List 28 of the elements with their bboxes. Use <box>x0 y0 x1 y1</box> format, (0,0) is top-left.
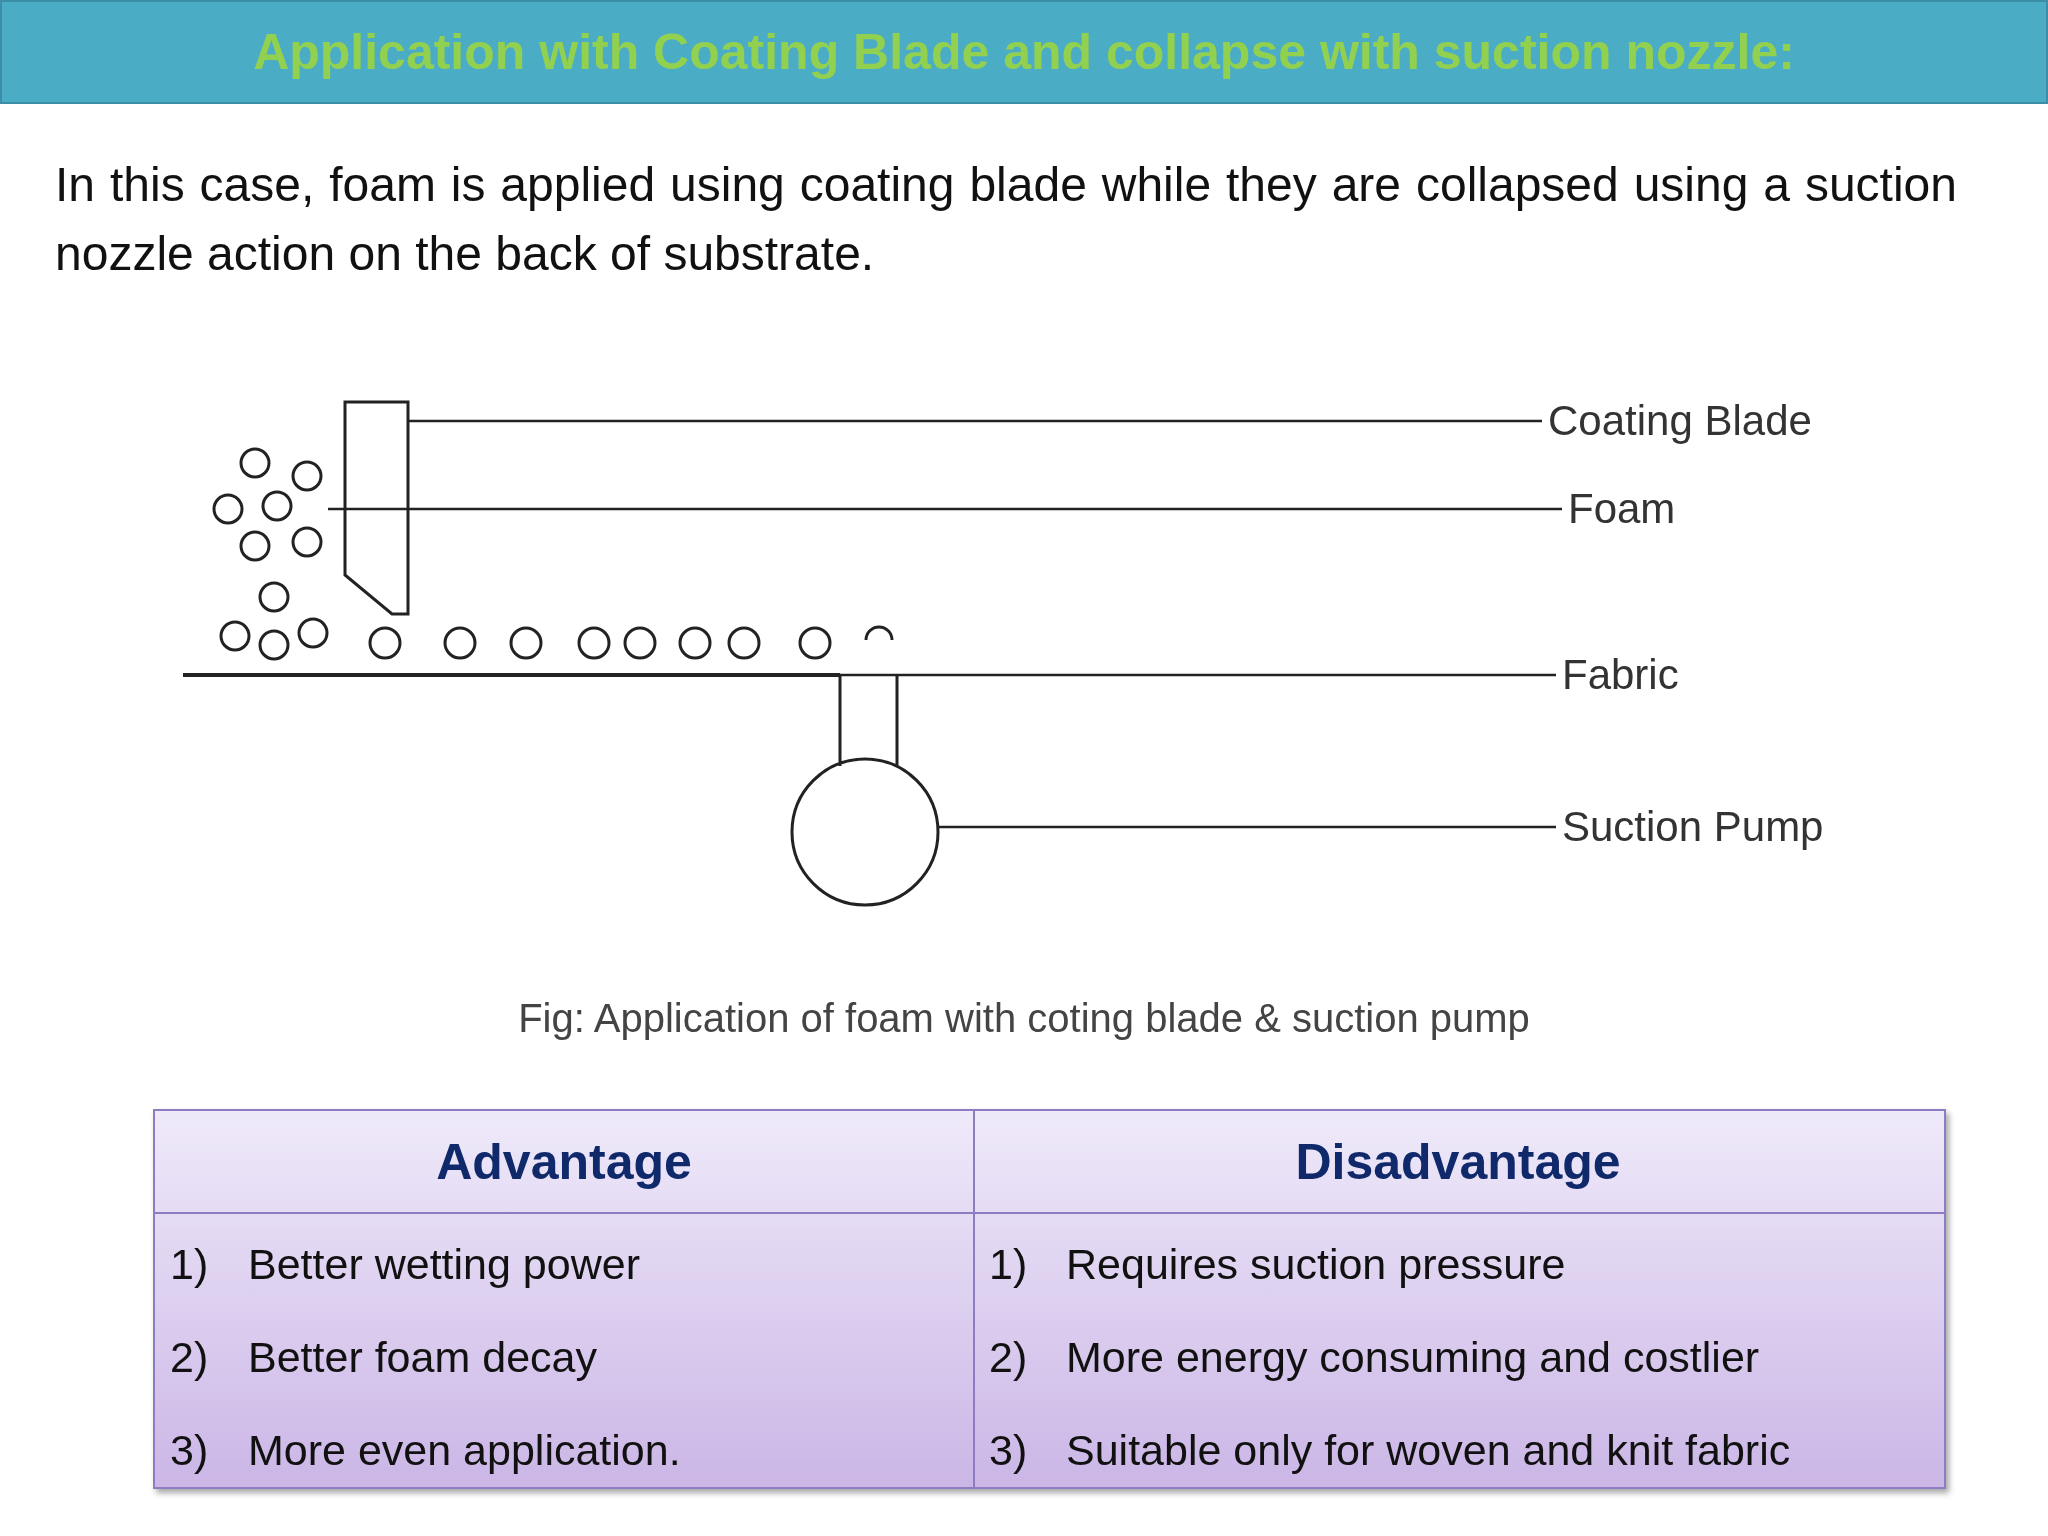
title-banner: Application with Coating Blade and collapse with suction nozzle: <box>0 0 2048 104</box>
figure-caption: Fig: Application of foam with coting blade & suction pump <box>518 996 1530 1040</box>
list-item: Better foam decay <box>248 1332 597 1382</box>
list-number: 3) <box>170 1425 209 1475</box>
leader-line <box>840 673 1556 677</box>
list-item: Better wetting power <box>248 1239 640 1289</box>
part-label: Coating Blade <box>1548 395 1812 447</box>
part-label: Fabric <box>1562 649 1679 701</box>
list-number: 1) <box>989 1239 1028 1289</box>
list-item: Suitable only for woven and knit fabric <box>1066 1425 1791 1475</box>
list-item: More energy consuming and costlier <box>1066 1332 1760 1382</box>
list-item: Requires suction pressure <box>1066 1239 1566 1289</box>
table-header: Advantage <box>436 1133 692 1191</box>
description-paragraph: In this case, foam is applied using coating blade while they are collapsed using a suction nozzle action on the back of substrate. <box>55 157 1957 282</box>
table-header: Disadvantage <box>1295 1133 1621 1191</box>
leader-line <box>408 419 1542 423</box>
coating-blade <box>343 400 410 616</box>
leader-line <box>938 825 1556 829</box>
list-number: 3) <box>989 1425 1028 1475</box>
part-label: Foam <box>1568 483 1676 535</box>
list-number: 2) <box>989 1332 1028 1382</box>
list-number: 2) <box>170 1332 209 1382</box>
suction-pump <box>790 673 940 907</box>
foam-bubbles <box>212 447 329 661</box>
part-label: Suction Pump <box>1562 801 1824 853</box>
list-number: 1) <box>170 1239 209 1289</box>
list-item: More even application. <box>248 1425 681 1475</box>
leader-line <box>328 507 1562 511</box>
